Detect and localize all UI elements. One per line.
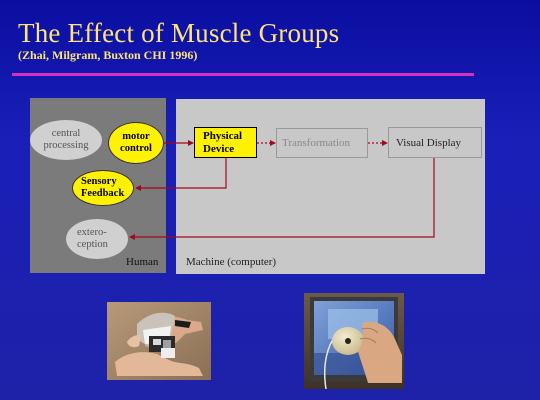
visual-display-box: Visual Display xyxy=(388,127,482,158)
arrow-display-to-extero xyxy=(129,158,435,240)
arrow-device-to-sensory xyxy=(135,158,227,191)
slide-title: The Effect of Muscle Groups xyxy=(18,18,340,48)
human-label: Human xyxy=(126,256,159,268)
machine-label: Machine (computer) xyxy=(186,256,277,268)
slide-subtitle: (Zhai, Milgram, Buxton CHI 1996) xyxy=(18,48,198,62)
transformation-box: Transformation xyxy=(276,128,368,158)
ball-device-photo xyxy=(304,293,404,389)
glove-device-photo xyxy=(107,302,211,380)
exteroception-node: extero-ception xyxy=(66,219,128,259)
title-divider xyxy=(12,73,474,76)
